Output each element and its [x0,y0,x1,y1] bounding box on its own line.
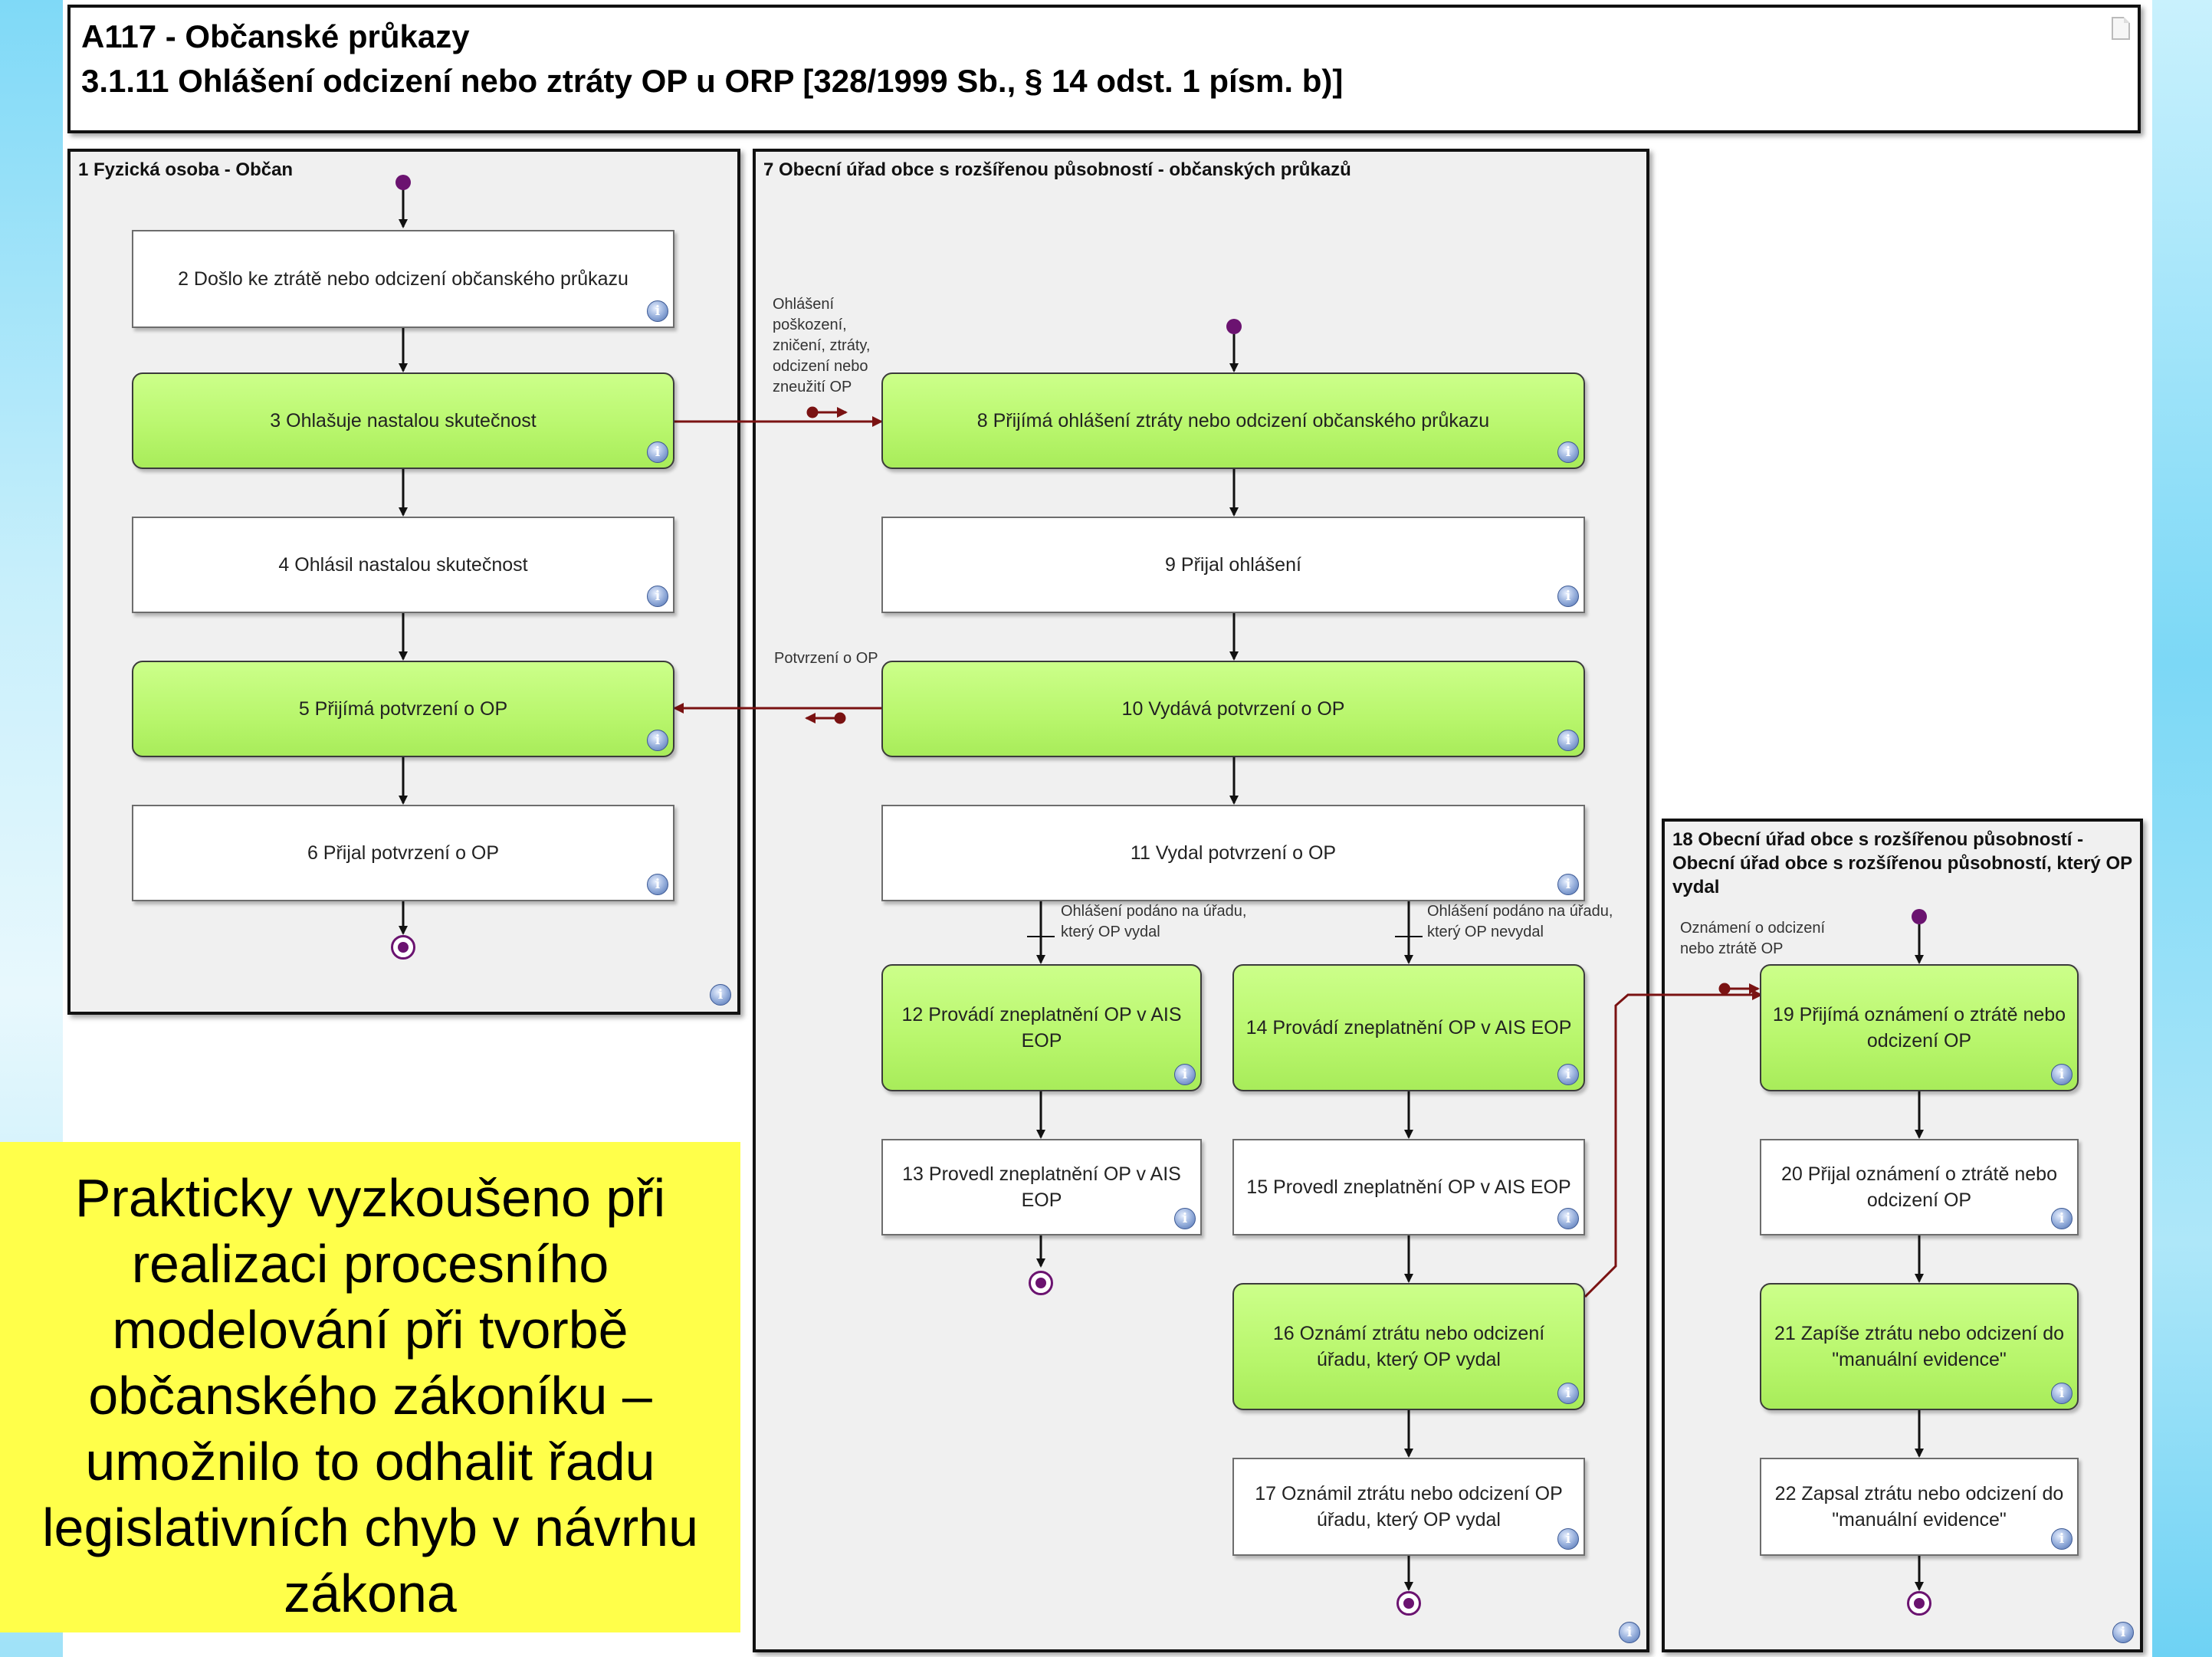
info-icon[interactable]: i [647,441,668,463]
activity-2[interactable]: 2 Došlo ke ztrátě nebo odcizení občanské… [132,230,674,328]
info-icon[interactable]: i [1557,586,1579,607]
info-icon[interactable]: i [2051,1383,2073,1404]
info-icon[interactable]: i [710,984,731,1006]
diagram-header: A117 - Občanské průkazy 3.1.11 Ohlášení … [67,5,2141,133]
background-right-decoration [2152,0,2212,1657]
activity-label: 11 Vydal potvrzení o OP [1130,842,1337,864]
activity-14[interactable]: 14 Provádí zneplatnění OP v AIS EOP i [1232,964,1585,1091]
info-icon[interactable]: i [1557,1383,1579,1404]
activity-label: 6 Přijal potvrzení o OP [307,842,500,864]
activity-label: 16 Oznámí ztrátu nebo odcizení úřadu, kt… [1272,1323,1545,1370]
activity-21[interactable]: 21 Zapíše ztrátu nebo odcizení do "manuá… [1760,1283,2079,1410]
activity-4[interactable]: 4 Ohlásil nastalou skutečnost i [132,517,674,613]
activity-label: 10 Vydává potvrzení o OP [1121,698,1345,720]
message-flow-label: Ohlášení poškození, zničení, ztráty, odc… [773,296,871,395]
header-subtitle: 3.1.11 Ohlášení odcizení nebo ztráty OP … [81,63,1344,99]
activity-label: 5 Přijímá potvrzení o OP [298,698,508,720]
activity-13[interactable]: 13 Provedl zneplatnění OP v AIS EOP i [881,1139,1202,1235]
activity-label: 20 Přijal oznámení o ztrátě nebo odcizen… [1781,1163,2057,1211]
activity-label: 3 Ohlašuje nastalou skutečnost [270,410,537,431]
info-icon[interactable]: i [647,586,668,607]
start-event[interactable] [395,175,411,190]
document-icon[interactable] [2112,17,2130,40]
activity-19[interactable]: 19 Přijímá oznámení o ztrátě nebo odcize… [1760,964,2079,1091]
info-icon[interactable]: i [2112,1622,2134,1643]
activity-label: 8 Přijímá ohlášení ztráty nebo odcizení … [976,410,1490,431]
lane-title: 1 Fyzická osoba - Občan [78,159,294,180]
activity-11[interactable]: 11 Vydal potvrzení o OP i [881,805,1585,901]
activity-label: 15 Provedl zneplatnění OP v AIS EOP [1246,1176,1571,1198]
activity-22[interactable]: 22 Zapsal ztrátu nebo odcizení do "manuá… [1760,1458,2079,1556]
activity-12[interactable]: 12 Provádí zneplatnění OP v AIS EOP i [881,964,1202,1091]
info-icon[interactable]: i [1557,1208,1579,1229]
activity-label: 2 Došlo ke ztrátě nebo odcizení občanské… [178,268,628,290]
start-event[interactable] [1912,909,1927,924]
activity-20[interactable]: 20 Přijal oznámení o ztrátě nebo odcizen… [1760,1139,2079,1235]
condition-label: Ohlášení podáno na úřadu, který OP nevyd… [1427,903,1613,940]
activity-15[interactable]: 15 Provedl zneplatnění OP v AIS EOP i [1232,1139,1585,1235]
info-icon[interactable]: i [1557,730,1579,751]
activity-label: 21 Zapíše ztrátu nebo odcizení do "manuá… [1774,1323,2065,1370]
header-title: A117 - Občanské průkazy [81,18,470,54]
activity-17[interactable]: 17 Oznámil ztrátu nebo odcizení OP úřadu… [1232,1458,1585,1556]
lane-title: 18 Obecní úřad obce s rozšířenou působno… [1672,829,2132,897]
end-event[interactable] [1907,1591,1931,1616]
end-event[interactable] [1029,1271,1053,1295]
info-icon[interactable]: i [647,300,668,322]
activity-8[interactable]: 8 Přijímá ohlášení ztráty nebo odcizení … [881,372,1585,469]
end-event[interactable] [391,935,415,960]
info-icon[interactable]: i [1174,1064,1196,1085]
activity-3[interactable]: 3 Ohlašuje nastalou skutečnost i [132,372,674,469]
activity-9[interactable]: 9 Přijal ohlášení i [881,517,1585,613]
info-icon[interactable]: i [1174,1208,1196,1229]
yellow-note-callout: Prakticky vyzkoušeno při realizaci proce… [0,1142,740,1632]
info-icon[interactable]: i [2051,1064,2073,1085]
activity-label: 9 Přijal ohlášení [1165,554,1301,576]
activity-16[interactable]: 16 Oznámí ztrátu nebo odcizení úřadu, kt… [1232,1283,1585,1410]
info-icon[interactable]: i [1557,1064,1579,1085]
info-icon[interactable]: i [647,730,668,751]
start-event[interactable] [1226,319,1242,334]
activity-label: 14 Provádí zneplatnění OP v AIS EOP [1245,1017,1572,1038]
activity-label: 4 Ohlásil nastalou skutečnost [278,554,528,576]
message-flow-label: Oznámení o odcizení nebo ztrátě OP [1680,920,1825,957]
message-flow-label: Potvrzení o OP [774,650,878,667]
info-icon[interactable]: i [2051,1528,2073,1550]
activity-label: 17 Oznámil ztrátu nebo odcizení OP úřadu… [1255,1483,1563,1531]
activity-10[interactable]: 10 Vydává potvrzení o OP i [881,661,1585,757]
activity-label: 19 Přijímá oznámení o ztrátě nebo odcize… [1772,1004,2066,1052]
activity-6[interactable]: 6 Přijal potvrzení o OP i [132,805,674,901]
activity-label: 12 Provádí zneplatnění OP v AIS EOP [901,1004,1182,1052]
end-event[interactable] [1396,1591,1421,1616]
activity-label: 13 Provedl zneplatnění OP v AIS EOP [902,1163,1181,1211]
info-icon[interactable]: i [1557,1528,1579,1550]
info-icon[interactable]: i [1557,441,1579,463]
lane-title: 7 Obecní úřad obce s rozšířenou působnos… [763,159,1351,180]
condition-label: Ohlášení podáno na úřadu, který OP vydal [1061,903,1247,940]
activity-label: 22 Zapsal ztrátu nebo odcizení do "manuá… [1774,1483,2064,1531]
activity-5[interactable]: 5 Přijímá potvrzení o OP i [132,661,674,757]
info-icon[interactable]: i [1557,874,1579,895]
info-icon[interactable]: i [647,874,668,895]
info-icon[interactable]: i [1619,1622,1640,1643]
info-icon[interactable]: i [2051,1208,2073,1229]
